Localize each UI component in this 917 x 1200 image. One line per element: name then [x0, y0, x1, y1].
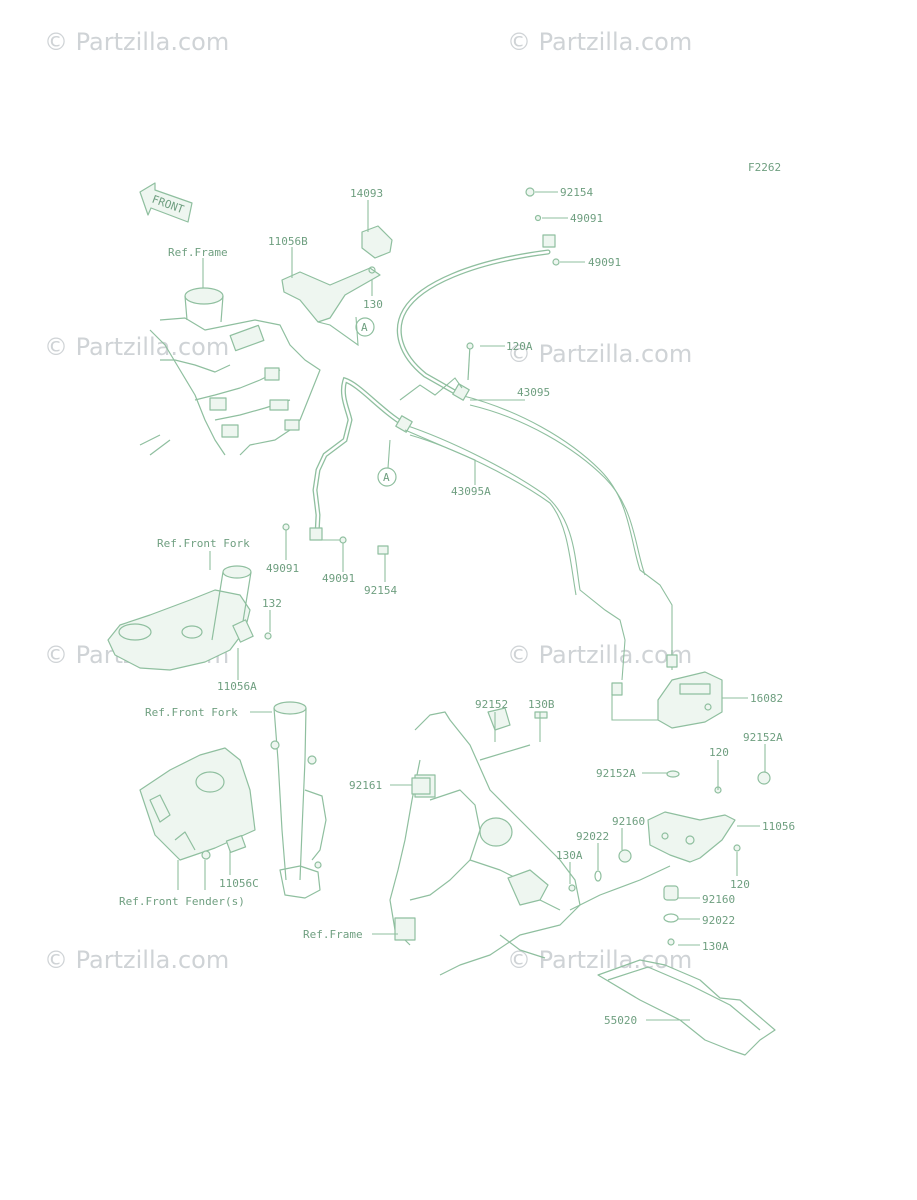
- triple-clamp-drawing: [107, 565, 272, 671]
- part-label-120-b: 120: [730, 878, 750, 891]
- watermark-7: © Partzilla.com: [44, 946, 229, 974]
- callout-a-2: A: [377, 467, 397, 487]
- watermark-6: © Partzilla.com: [507, 641, 692, 669]
- under-cover-drawing: [597, 959, 776, 1056]
- watermark-8: © Partzilla.com: [507, 946, 692, 974]
- part-label-120-a: 120: [709, 746, 729, 759]
- ref-front-fork-1: Ref.Front Fork: [157, 537, 250, 550]
- part-label-92022-b: 92022: [702, 914, 735, 927]
- front-fender-drawing: [139, 747, 256, 861]
- part-label-14093: 14093: [350, 187, 383, 200]
- part-label-92022-a: 92022: [576, 830, 609, 843]
- watermark-3: © Partzilla.com: [44, 333, 229, 361]
- part-label-43095a: 43095A: [451, 485, 491, 498]
- part-label-92161: 92161: [349, 779, 382, 792]
- watermark-4: © Partzilla.com: [507, 340, 692, 368]
- part-label-11056a: 11056A: [217, 680, 257, 693]
- ref-front-fender: Ref.Front Fender(s): [119, 895, 245, 908]
- fastener-markers: [282, 187, 560, 555]
- brake-hose-drawing: [309, 234, 678, 721]
- part-label-11056c: 11056C: [219, 877, 259, 890]
- part-label-92160-b: 92160: [702, 893, 735, 906]
- part-label-49091-d: 49091: [322, 572, 355, 585]
- watermark-2: © Partzilla.com: [507, 28, 692, 56]
- front-arrow-icon: FRONT: [139, 182, 193, 223]
- ref-front-fork-2: Ref.Front Fork: [145, 706, 238, 719]
- part-labels: 14093 11056B 130 92154 49091 49091 120A …: [217, 186, 795, 1027]
- part-label-16082: 16082: [750, 692, 783, 705]
- part-label-11056: 11056: [762, 820, 795, 833]
- part-label-130a-b: 130A: [702, 940, 729, 953]
- part-label-92152a-a: 92152A: [743, 731, 783, 744]
- leader-lines: [177, 191, 766, 1021]
- part-label-43095: 43095: [517, 386, 550, 399]
- part-label-92160-a: 92160: [612, 815, 645, 828]
- part-label-11056b: 11056B: [268, 235, 308, 248]
- callout-a-1: A: [355, 317, 375, 337]
- lower-frame-drawing: [389, 711, 671, 976]
- frame-head-drawing: [139, 225, 393, 456]
- part-label-130a-a: 130A: [556, 849, 583, 862]
- part-label-92152: 92152: [475, 698, 508, 711]
- part-label-120a: 120A: [506, 340, 533, 353]
- part-label-49091-c: 49091: [266, 562, 299, 575]
- part-label-132: 132: [262, 597, 282, 610]
- watermark-1: © Partzilla.com: [44, 28, 229, 56]
- part-label-92154-mid: 92154: [364, 584, 397, 597]
- part-label-55020: 55020: [604, 1014, 637, 1027]
- part-label-49091-b: 49091: [588, 256, 621, 269]
- diagram-code: F2262: [748, 161, 781, 174]
- ref-frame-top: Ref.Frame: [168, 246, 228, 259]
- ref-frame-bottom: Ref.Frame: [303, 928, 363, 941]
- fork-tube-drawing: [270, 701, 327, 899]
- part-label-130: 130: [363, 298, 383, 311]
- part-label-92152a-b: 92152A: [596, 767, 636, 780]
- part-label-130b: 130B: [528, 698, 555, 711]
- part-label-49091-a: 49091: [570, 212, 603, 225]
- callout-a-2-label: A: [383, 471, 390, 484]
- part-label-92154-top: 92154: [560, 186, 593, 199]
- callout-a-1-label: A: [361, 321, 368, 334]
